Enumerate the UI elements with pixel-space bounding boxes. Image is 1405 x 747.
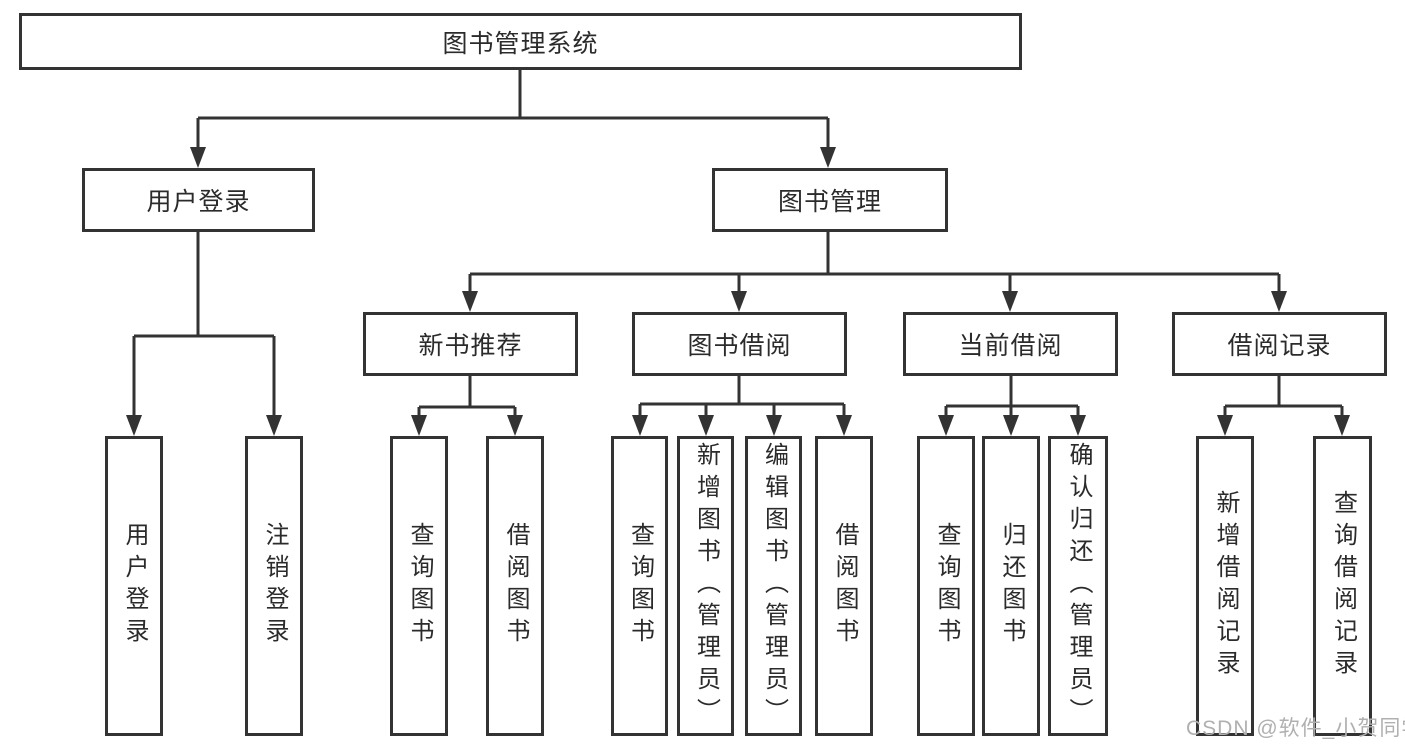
arrowhead-icon — [731, 291, 747, 312]
leaf-logout: 注销登录 — [245, 436, 303, 736]
arrowhead-icon — [1002, 291, 1018, 312]
leaf-bb-edit-books-admin: 编辑图书（管理员） — [745, 436, 802, 736]
arrowhead-icon — [938, 415, 954, 436]
node-label: 确认归还（管理员） — [1065, 442, 1092, 730]
arrowhead-icon — [1070, 415, 1086, 436]
node-book-management: 图书管理 — [712, 168, 948, 232]
arrowhead-icon — [632, 415, 648, 436]
connector-user-login-to-leaves — [126, 232, 282, 436]
leaf-bb-query-books: 查询图书 — [611, 436, 668, 736]
node-label: 图书借阅 — [687, 332, 792, 360]
node-label: 查询图书 — [406, 522, 433, 650]
arrowhead-icon — [126, 415, 142, 436]
arrowhead-icon — [1334, 415, 1350, 436]
leaf-br-add-record: 新增借阅记录 — [1196, 436, 1254, 736]
node-label: 借阅图书 — [831, 522, 858, 650]
connector-new-book-to-leaves — [411, 376, 523, 436]
arrowhead-icon — [411, 415, 427, 436]
connector-book-mgmt-to-level3 — [462, 232, 1287, 312]
csdn-watermark: CSDN @软件_小贺同学 — [1186, 717, 1405, 740]
node-new-book-recommend: 新书推荐 — [363, 312, 578, 376]
arrowhead-icon — [1217, 415, 1233, 436]
node-label: 新增图书（管理员） — [692, 442, 720, 730]
leaf-cb-return-books: 归还图书 — [982, 436, 1040, 736]
node-label: 图书管理 — [777, 188, 882, 216]
arrowhead-icon — [507, 415, 523, 436]
arrowhead-icon — [836, 415, 852, 436]
node-label: 查询图书 — [626, 522, 654, 650]
node-book-borrow: 图书借阅 — [632, 312, 847, 376]
node-label: 用户登录 — [121, 522, 148, 650]
leaf-user-login: 用户登录 — [105, 436, 163, 736]
connector-root-to-level2 — [190, 70, 836, 168]
arrowhead-icon — [1271, 291, 1287, 312]
node-label: 注销登录 — [261, 522, 288, 650]
arrowhead-icon — [820, 147, 836, 168]
arrowhead-icon — [698, 415, 714, 436]
leaf-bb-add-books-admin: 新增图书（管理员） — [677, 436, 734, 736]
node-label: 新增借阅记录 — [1212, 490, 1239, 682]
node-label: 查询图书 — [933, 522, 960, 650]
connector-borrow-records-to-leaves — [1217, 376, 1350, 436]
connector-current-borrow-to-leaves — [938, 376, 1086, 436]
node-label: 当前借阅 — [958, 332, 1063, 360]
leaf-nb-borrow-books: 借阅图书 — [486, 436, 544, 736]
leaf-br-query-record: 查询借阅记录 — [1313, 436, 1372, 736]
arrowhead-icon — [190, 147, 206, 168]
node-label: 新书推荐 — [418, 332, 523, 360]
node-label: 用户登录 — [146, 188, 251, 216]
leaf-nb-query-books: 查询图书 — [390, 436, 448, 736]
node-borrow-records: 借阅记录 — [1172, 312, 1387, 376]
leaf-cb-query-books: 查询图书 — [917, 436, 975, 736]
leaf-bb-borrow-books: 借阅图书 — [815, 436, 873, 736]
arrowhead-icon — [462, 291, 478, 312]
node-user-login: 用户登录 — [82, 168, 315, 232]
node-label: 图书管理系统 — [442, 29, 599, 58]
node-label: 归还图书 — [998, 522, 1025, 650]
node-label: 编辑图书（管理员） — [760, 442, 788, 730]
node-label: 查询借阅记录 — [1329, 490, 1357, 682]
arrowhead-icon — [766, 415, 782, 436]
node-current-borrow: 当前借阅 — [903, 312, 1118, 376]
arrowhead-icon — [266, 415, 282, 436]
node-root: 图书管理系统 — [19, 13, 1022, 70]
node-label: 借阅记录 — [1227, 332, 1332, 360]
node-label: 借阅图书 — [502, 522, 529, 650]
arrowhead-icon — [1003, 415, 1019, 436]
connector-book-borrow-to-leaves — [632, 376, 852, 436]
leaf-cb-confirm-return-admin: 确认归还（管理员） — [1048, 436, 1108, 736]
